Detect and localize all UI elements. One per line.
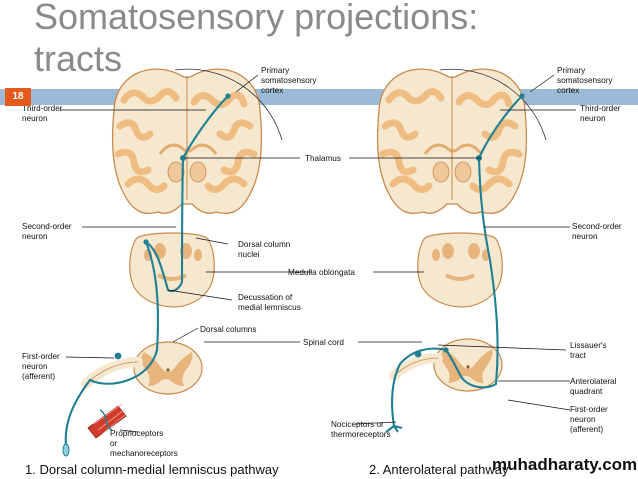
muscle-spindle [87, 403, 127, 439]
thalamus-synapse-left [180, 155, 186, 161]
primary-cortex-label-left-2: somatosensory [261, 76, 317, 85]
proprioceptors-label-1: Proprioceptors [110, 429, 163, 438]
first-order-label-left-2: neuron [22, 362, 48, 371]
second-order-label-left-1: Second-order [22, 222, 72, 231]
nuclei-synapse [143, 239, 149, 245]
thalamus-label: Thalamus [305, 154, 341, 163]
primary-cortex-label-left-1: Primary [261, 66, 290, 75]
lissauer-label-2: tract [570, 351, 587, 360]
decussation-label-2: medial lemniscus [238, 303, 301, 312]
primary-cortex-label-right-3: cortex [557, 86, 579, 95]
cortex-synapse-left [225, 93, 231, 99]
first-order-label-left-3: (afferent) [22, 372, 55, 381]
watermark: muhadharaty.com [492, 455, 638, 474]
second-order-label-right-2: neuron [572, 232, 598, 241]
primary-cortex-label-right-1: Primary [557, 66, 586, 75]
left-brain-section [113, 69, 262, 213]
title-line-1: Somatosensory projections: [34, 0, 479, 37]
nociceptors-label-2: thermoreceptors [331, 430, 391, 439]
dorsal-columns-label: Dorsal columns [200, 325, 256, 334]
dorsal-root-ganglion-left [114, 352, 122, 360]
primary-cortex-label-right-2: somatosensory [557, 76, 613, 85]
leader-lines [60, 74, 576, 433]
proprioceptors-label-3: mechanoreceptors [110, 449, 178, 458]
primary-cortex-label-left-3: cortex [261, 86, 283, 95]
left-medulla-section [127, 231, 217, 309]
dorsal-column-nuclei-label-1: Dorsal column [238, 240, 291, 249]
left-cortex-arc [174, 68, 283, 141]
third-order-label-right-1: Third-order [580, 104, 621, 113]
anterolateral-label-2: quadrant [570, 387, 603, 396]
anterolateral-label-1: Anterolateral [570, 377, 617, 386]
first-order-label-right-2: neuron [570, 415, 596, 424]
mechanoreceptor-ending [62, 443, 70, 457]
right-medulla-section [415, 231, 505, 309]
nociceptors-label-1: Nociceptors or [331, 420, 384, 429]
slide-number: 18 [5, 88, 31, 106]
third-order-label-left-2: neuron [22, 114, 48, 123]
first-order-label-right-1: First-order [570, 405, 608, 414]
third-order-label-left-1: Third-order [22, 104, 63, 113]
medulla-label: Medulla oblongata [288, 268, 355, 277]
caption-anterolateral: 2. Anterolateral pathway [369, 462, 509, 477]
right-brain-section [378, 69, 527, 213]
title-line-2: tracts [34, 38, 123, 79]
caption-dcml: 1. Dorsal column-medial lemniscus pathwa… [25, 462, 279, 477]
first-order-label-left-1: First-order [22, 352, 60, 361]
anterolateral-tract-path [385, 95, 523, 433]
proprioceptors-label-2: or [110, 439, 118, 448]
spinal-cord-label: Spinal cord [303, 338, 344, 347]
dorsal-root-ganglion-right [414, 350, 422, 358]
lissauer-label-1: Lissauer's [570, 341, 607, 350]
dorsal-horn-synapse [443, 347, 449, 353]
dorsal-column-nuclei-label-2: nuclei [238, 250, 260, 259]
first-order-label-right-3: (afferent) [570, 425, 603, 434]
cortex-synapse-right [519, 93, 525, 99]
right-dorsal-root [389, 353, 443, 381]
decussation-label-1: Decussation of [238, 293, 293, 302]
second-order-label-right-1: Second-order [572, 222, 622, 231]
right-cortex-arc [439, 68, 547, 141]
slide-title: Somatosensory projections: tracts [34, 0, 478, 80]
third-order-label-right-2: neuron [580, 114, 606, 123]
second-order-label-left-2: neuron [22, 232, 48, 241]
dcml-tract-path [64, 95, 229, 447]
left-spinal-cord-section [133, 341, 203, 395]
